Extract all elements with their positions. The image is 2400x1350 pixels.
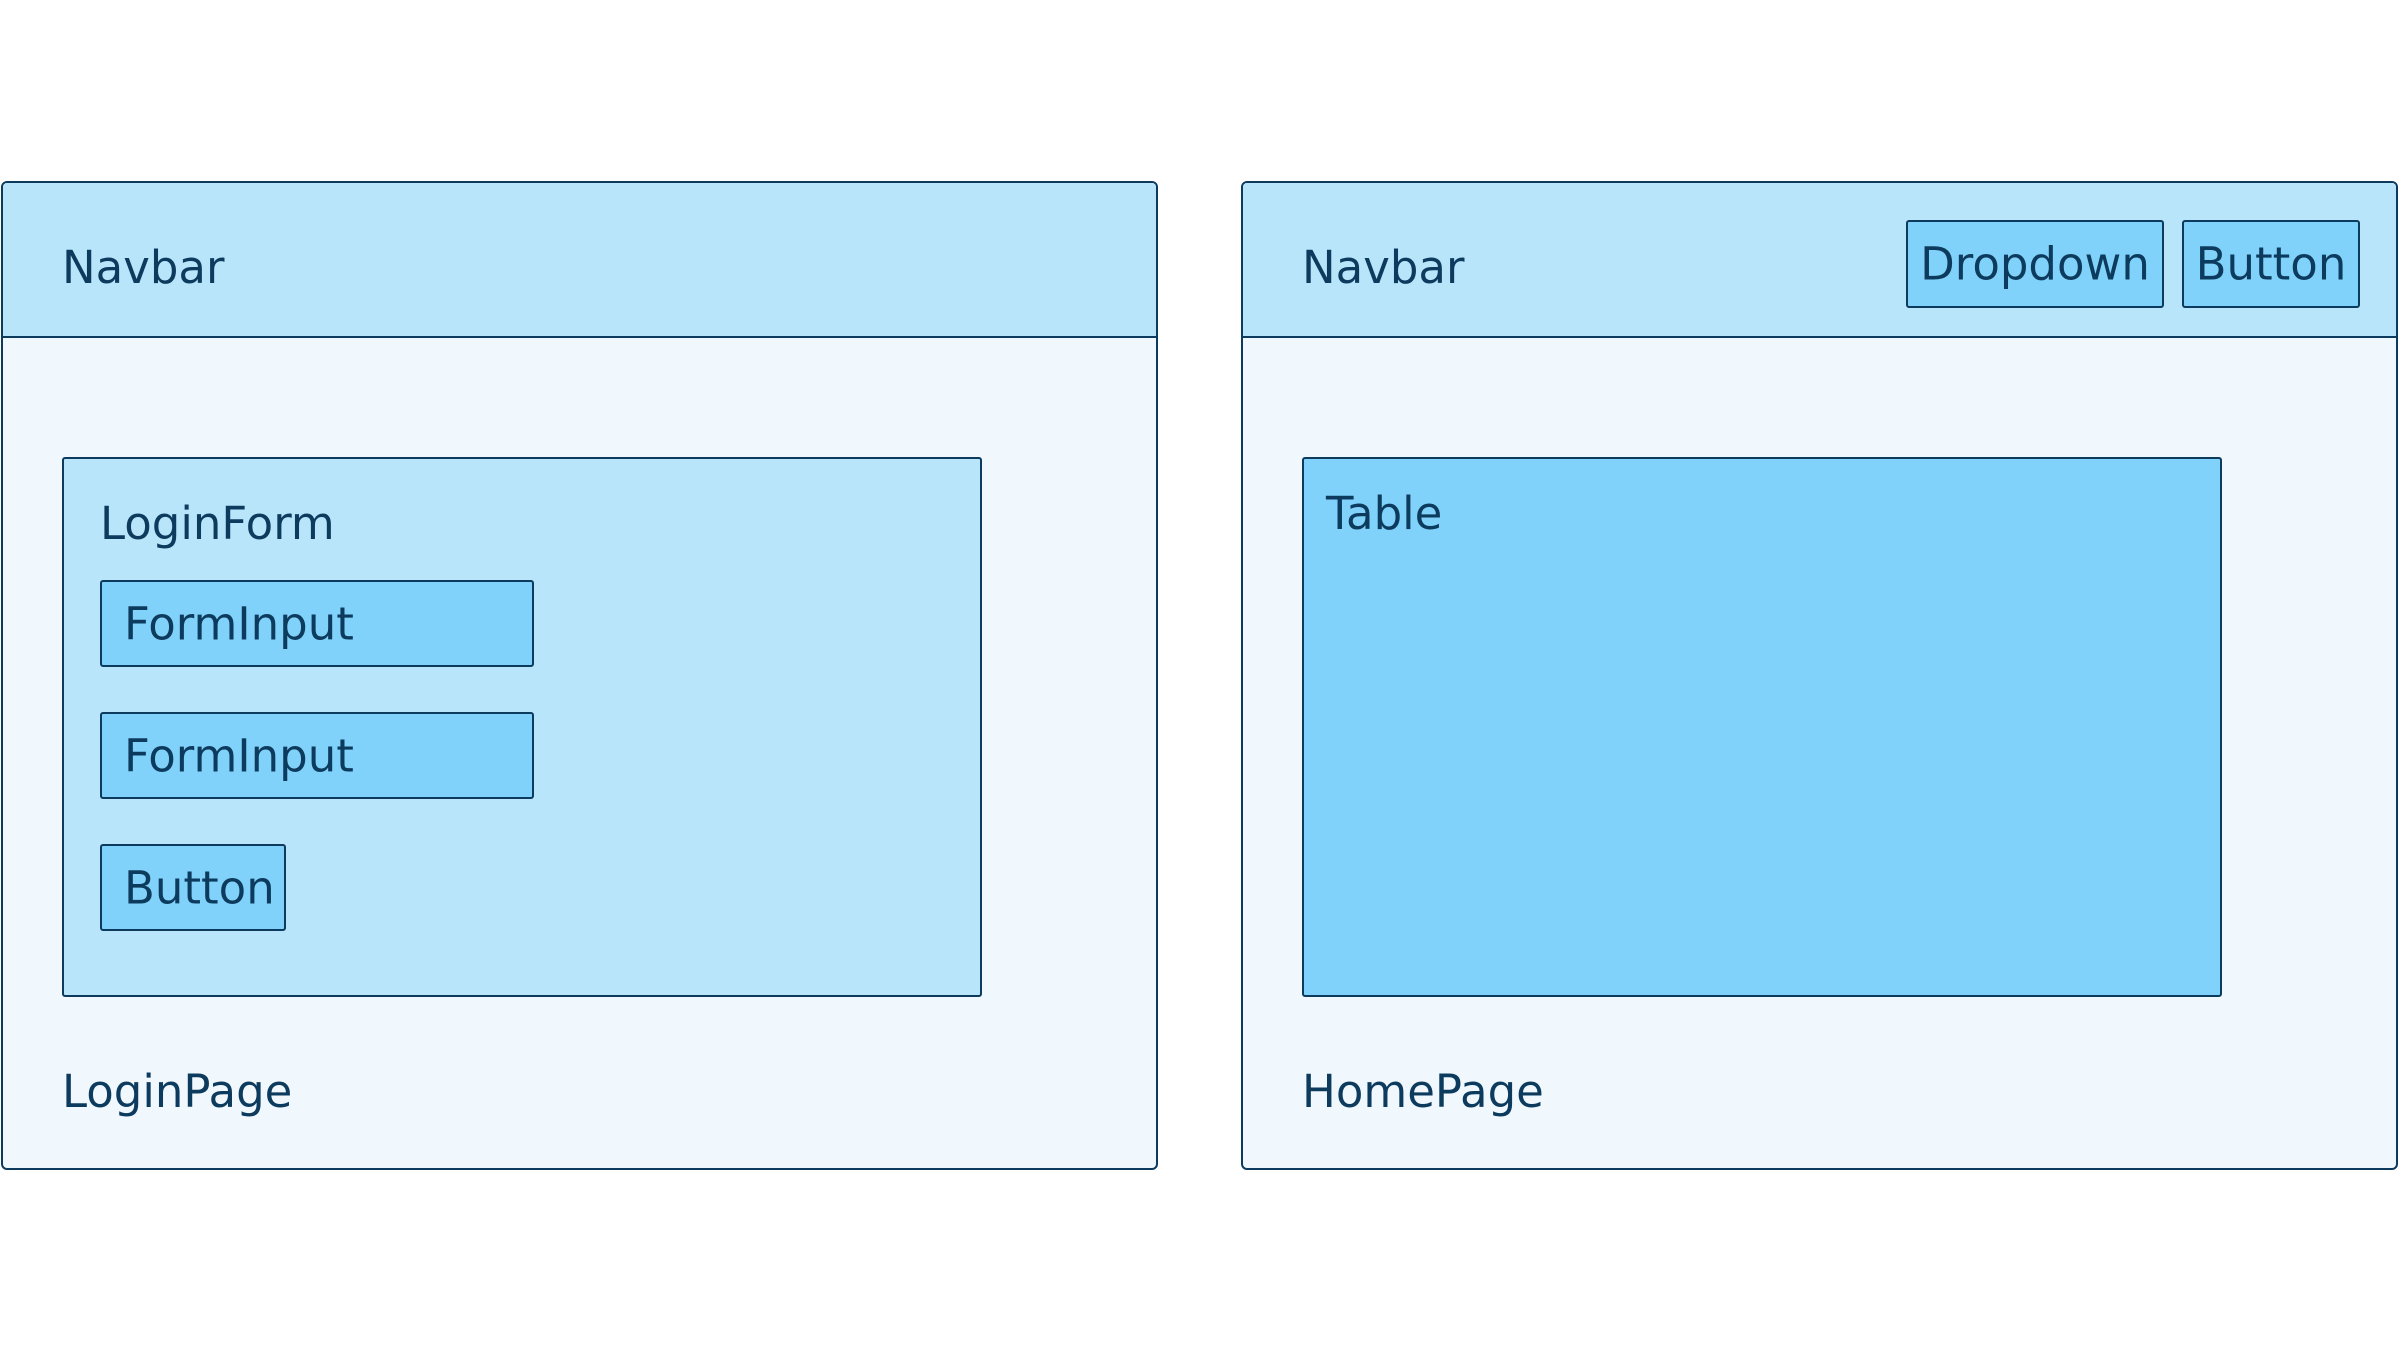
login-form: LoginForm FormInput FormInput Button bbox=[62, 457, 982, 997]
home-page-navbar: Navbar Dropdown Button bbox=[1243, 183, 2396, 338]
login-navbar-label: Navbar bbox=[62, 241, 225, 294]
login-form-button-label: Button bbox=[124, 861, 275, 914]
table-label: Table bbox=[1326, 487, 1443, 540]
form-input-box-1: FormInput bbox=[100, 580, 534, 667]
login-form-label: LoginForm bbox=[100, 497, 335, 550]
navbar-button-box: Button bbox=[2182, 220, 2360, 308]
form-input-label-1: FormInput bbox=[124, 597, 354, 650]
navbar-button-label: Button bbox=[2195, 237, 2347, 291]
login-form-button-box: Button bbox=[100, 844, 286, 931]
form-input-label-2: FormInput bbox=[124, 729, 354, 782]
dropdown-label: Dropdown bbox=[1920, 237, 2150, 291]
home-page-label: HomePage bbox=[1302, 1065, 1544, 1118]
login-page-label: LoginPage bbox=[62, 1065, 293, 1118]
home-navbar-label: Navbar bbox=[1302, 241, 1465, 294]
form-input-box-2: FormInput bbox=[100, 712, 534, 799]
home-page: Navbar Dropdown Button Table HomePage bbox=[1241, 181, 2398, 1170]
login-page: Navbar LoginForm FormInput FormInput But… bbox=[1, 181, 1158, 1170]
dropdown-box: Dropdown bbox=[1906, 220, 2164, 308]
table-box: Table bbox=[1302, 457, 2222, 997]
login-page-navbar: Navbar bbox=[3, 183, 1156, 338]
